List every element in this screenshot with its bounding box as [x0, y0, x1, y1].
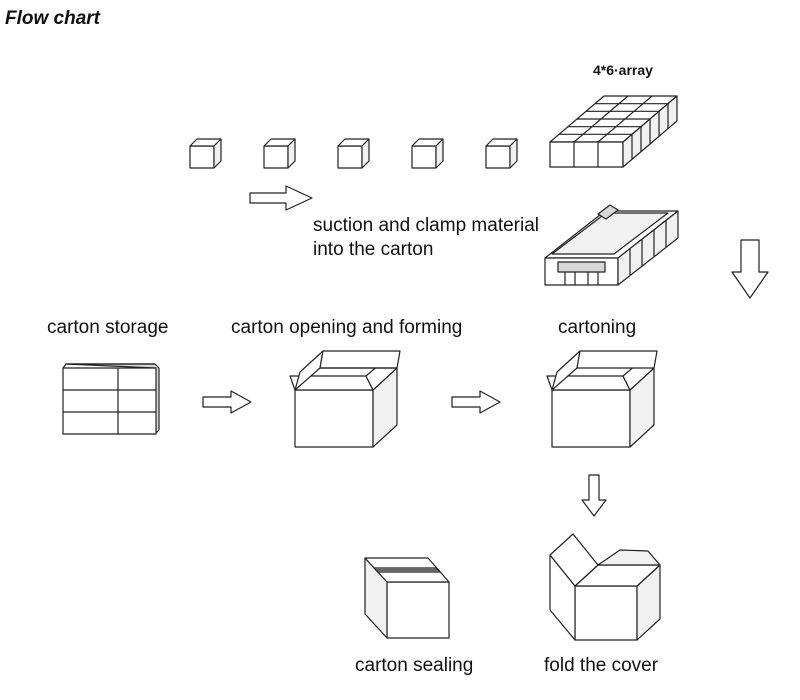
single-cube-4 — [411, 138, 444, 169]
step-label-carton-sealing: carton sealing — [355, 655, 473, 676]
array-label: 4*6·array — [593, 62, 653, 78]
arrow-right-icon — [249, 185, 313, 211]
arrow-down-icon — [581, 474, 607, 517]
single-cube-3 — [337, 138, 370, 169]
suction-clamp-tray — [544, 204, 679, 286]
step-label-fold-cover: fold the cover — [544, 655, 659, 676]
step-label-carton-opening: carton opening and forming — [231, 317, 462, 338]
arrow-down-icon — [731, 239, 769, 299]
suction-label-line2: into the carton — [313, 239, 433, 260]
open-carton-box — [289, 350, 401, 448]
arrow-right-icon — [202, 390, 252, 414]
sealed-carton-box — [364, 557, 450, 639]
diagram-title: Flow chart — [5, 8, 101, 29]
step-label-cartoning: cartoning — [558, 317, 636, 338]
fold-cover-box — [549, 533, 661, 641]
cartoning-box — [546, 350, 658, 448]
single-cube-1 — [189, 138, 222, 169]
arrow-right-icon — [451, 390, 501, 414]
cube-array-4x6 — [549, 95, 678, 168]
suction-label-line1: suction and clamp material — [313, 215, 539, 236]
step-label-carton-storage: carton storage — [47, 317, 168, 338]
single-cube-2 — [263, 138, 296, 169]
single-cube-5 — [485, 138, 518, 169]
carton-storage-stack — [62, 363, 160, 435]
